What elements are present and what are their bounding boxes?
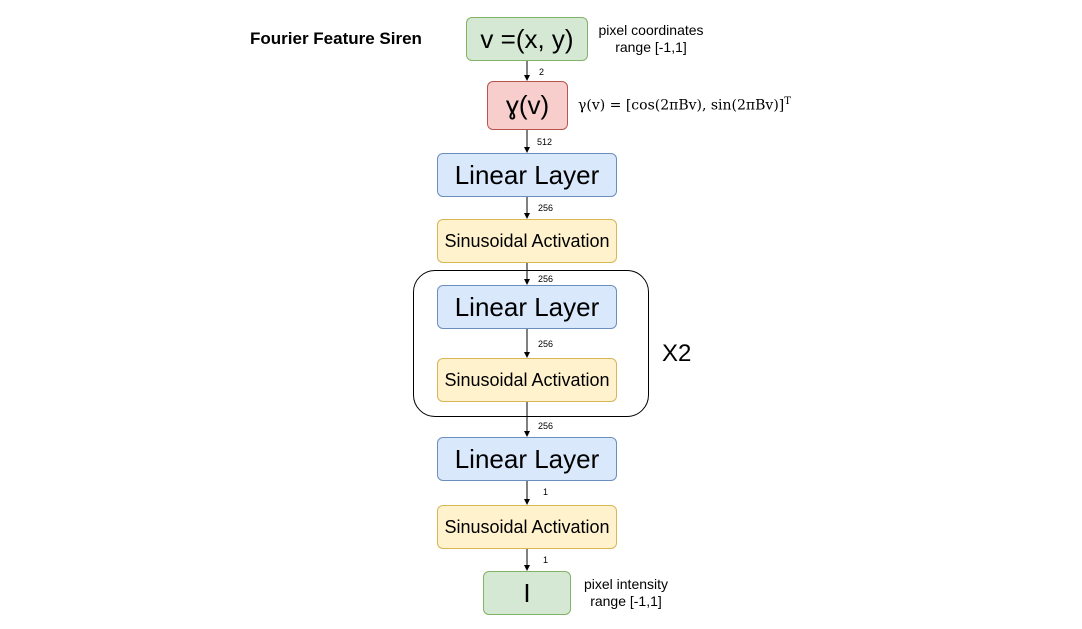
edge-label: 512 <box>537 137 553 147</box>
sinusoidal-activation-3: Sinusoidal Activation <box>437 505 617 549</box>
edge-label: 256 <box>538 203 554 213</box>
gamma-formula: γ(v) = [cos(2πBv), sin(2πBv)]T <box>578 96 791 114</box>
edge-label: 2 <box>539 67 545 77</box>
input-node: v =(x, y) <box>466 17 588 61</box>
sinusoidal-activation-2-label: Sinusoidal Activation <box>444 369 610 390</box>
linear-layer-2: Linear Layer <box>437 285 617 329</box>
output-note-line-1: pixel intensity <box>583 576 669 592</box>
input-note-line-1: pixel coordinates <box>598 22 704 38</box>
repeat-group <box>413 270 649 417</box>
output-node-label: I <box>523 577 531 608</box>
gamma-formula-transpose: T <box>784 96 791 107</box>
edge-label: 256 <box>538 339 554 349</box>
gamma-node: ɣ(v) <box>487 81 568 130</box>
linear-layer-1: Linear Layer <box>437 153 617 197</box>
linear-layer-3: Linear Layer <box>437 437 617 481</box>
output-note-line-2: range [-1,1] <box>590 593 662 609</box>
edge-label: 1 <box>543 487 549 497</box>
input-node-label: v =(x, y) <box>480 23 574 54</box>
input-note: pixel coordinates range [-1,1] <box>592 22 710 56</box>
gamma-formula-text: γ(v) = [cos(2πBv), sin(2πBv)] <box>578 97 785 114</box>
sinusoidal-activation-2: Sinusoidal Activation <box>437 358 617 402</box>
gamma-node-label: ɣ(v) <box>505 90 550 120</box>
edge-label: 256 <box>538 274 554 284</box>
linear-layer-3-label: Linear Layer <box>454 443 600 474</box>
linear-layer-1-label: Linear Layer <box>454 159 600 190</box>
sinusoidal-activation-1: Sinusoidal Activation <box>437 219 617 263</box>
output-note: pixel intensity range [-1,1] <box>574 576 678 610</box>
input-note-line-2: range [-1,1] <box>615 39 687 55</box>
sinusoidal-activation-1-label: Sinusoidal Activation <box>444 230 610 251</box>
sinusoidal-activation-3-label: Sinusoidal Activation <box>444 516 610 537</box>
diagram-title: Fourier Feature Siren <box>250 29 422 48</box>
repeat-label: X2 <box>662 340 692 367</box>
edge-label: 256 <box>538 421 554 431</box>
output-node: I <box>483 571 571 615</box>
edge-label: 1 <box>543 555 549 565</box>
linear-layer-2-label: Linear Layer <box>454 291 600 322</box>
